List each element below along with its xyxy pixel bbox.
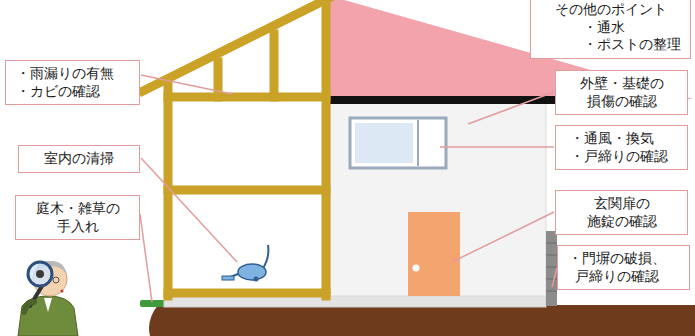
callout-box: 外壁・基礎の 損傷の確認 (555, 70, 688, 115)
callout-box: その他のポイント・通水・ポストの整理 (530, 0, 691, 59)
door (408, 212, 460, 296)
pillar-bricks (546, 243, 557, 291)
callout-box: 庭木・雑草の 手入れ (15, 195, 140, 240)
gate-pillar (546, 231, 557, 306)
text-line: 庭木・雑草の (22, 200, 133, 218)
window-frame (417, 120, 419, 166)
callout-text: ・通水 (537, 19, 684, 37)
leader-lines (140, 75, 557, 302)
inspector-person (18, 261, 78, 336)
vacuum-cleaner (222, 245, 268, 282)
callout-text: ・戸締りの確認 (562, 148, 681, 166)
callout-box: 玄関扉の 施錠の確認 (555, 190, 688, 235)
callout-text: ・通風・換気 (562, 130, 681, 148)
callout-text: 外壁・基礎の 損傷の確認 (562, 75, 681, 110)
door-knob (413, 265, 420, 272)
timber-frame (143, 0, 331, 296)
callout-text: 玄関扉の 施錠の確認 (562, 195, 681, 230)
text-line: 室内の清掃 (25, 150, 133, 168)
roof (330, 0, 693, 99)
text-line: ・通水 (583, 19, 684, 37)
callout-box: 室内の清掃 (18, 145, 140, 173)
callout-text: ・ポストの整理 (537, 36, 684, 54)
ground (149, 305, 695, 336)
text-line: その他のポイント (537, 1, 684, 19)
callout-text: ・雨漏りの有無 (12, 65, 133, 83)
text-line: 玄関扉の (562, 195, 681, 213)
callout-box: ・雨漏りの有無・カビの確認 (5, 60, 140, 105)
text-line: ・カビの確認 (16, 83, 133, 101)
text-line: 手入れ (22, 218, 133, 236)
text-line: ・雨漏りの有無 (16, 65, 133, 83)
callout-box: ・通風・換気・戸締りの確認 (555, 125, 688, 170)
window (350, 118, 446, 168)
callout-text: ・カビの確認 (12, 83, 133, 101)
window-pane (355, 123, 413, 163)
callout-text: その他のポイント (537, 1, 684, 19)
text-line: ・ポストの整理 (583, 36, 684, 54)
text-line: ・通風・換気 (570, 130, 681, 148)
text-line: 戸締りの確認 (568, 268, 683, 286)
grass (140, 300, 166, 307)
text-line: ・戸締りの確認 (570, 148, 681, 166)
callout-text: 庭木・雑草の 手入れ (22, 200, 133, 235)
callout-text: 室内の清掃 (25, 150, 133, 168)
callout-text: ・門塀の破損、 戸締りの確認 (564, 250, 683, 285)
text-line: 施錠の確認 (562, 213, 681, 231)
text-line: 損傷の確認 (562, 93, 681, 111)
text-line: 外壁・基礎の (562, 75, 681, 93)
text-line: ・門塀の破損、 (568, 250, 683, 268)
outer-wall (330, 100, 546, 296)
callout-box: ・門塀の破損、 戸締りの確認 (557, 245, 690, 290)
eave (330, 96, 580, 104)
